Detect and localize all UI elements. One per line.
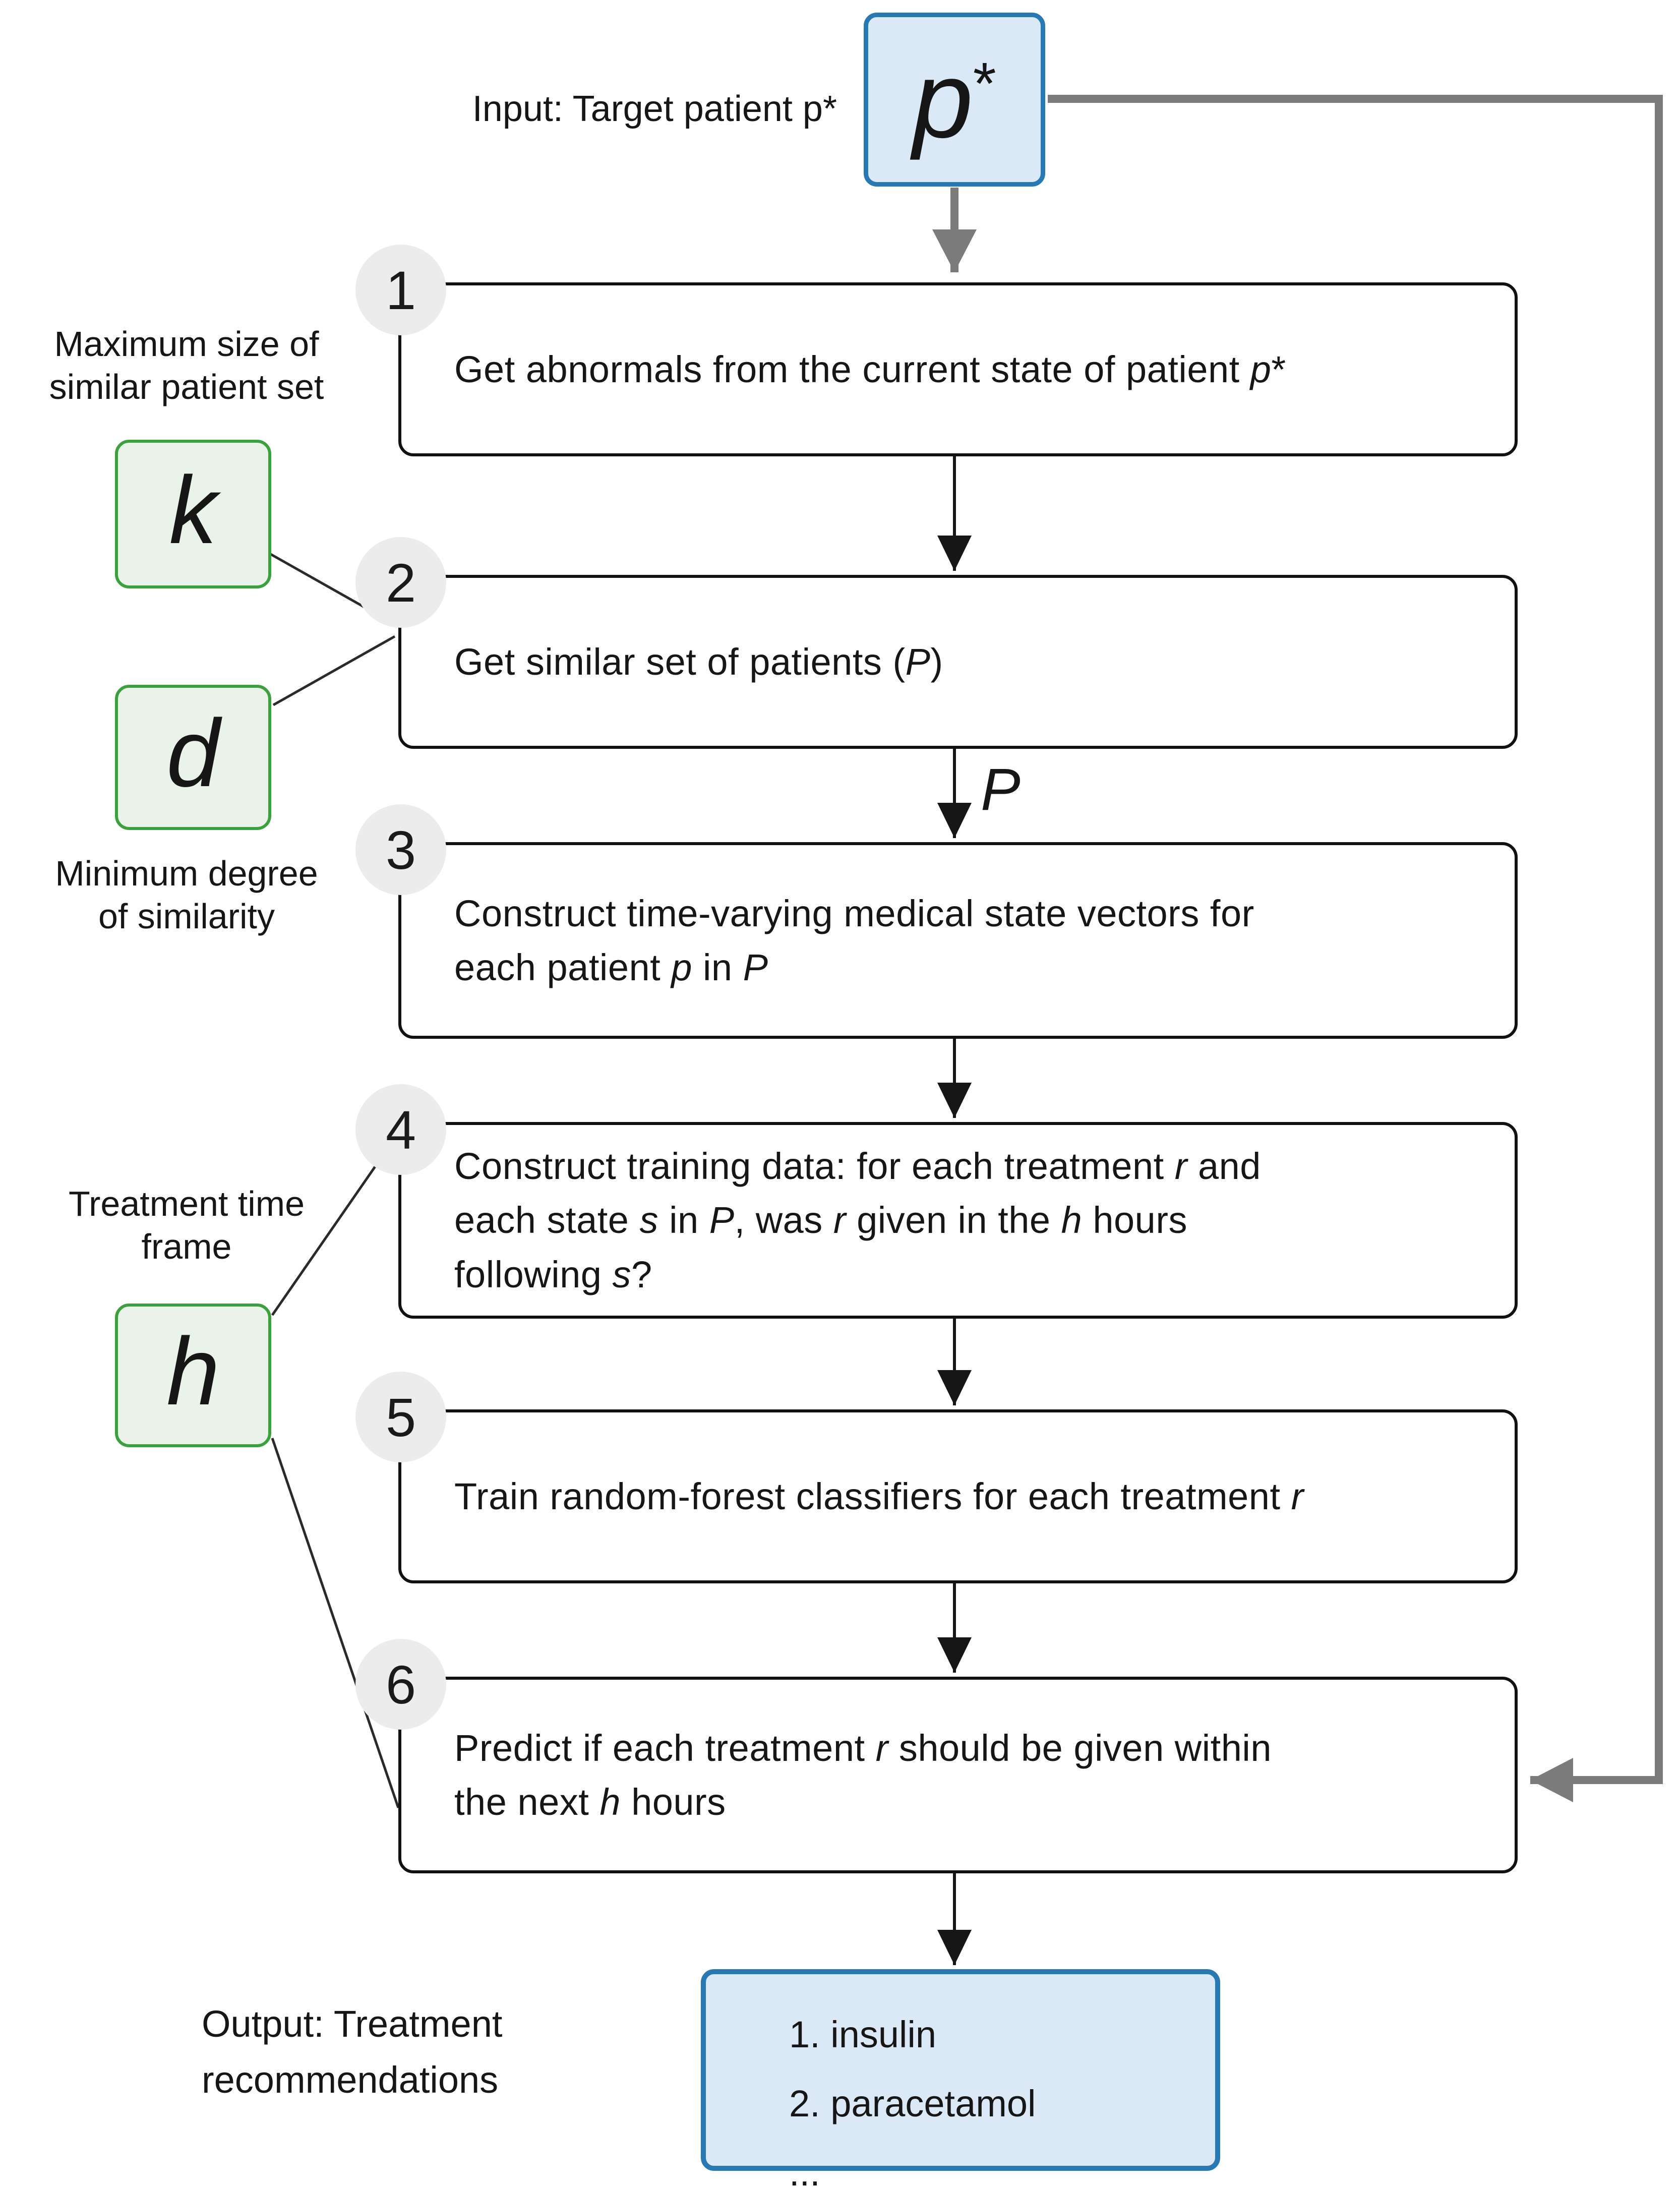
feedback-loop-arrow [1048,95,1663,1802]
output-label: Output: Treatment recommendations [202,2003,503,2101]
step-box-6: Predict if each treatment r should be gi… [398,1677,1518,1873]
step-6-text: Predict if each treatment r should be gi… [454,1727,1272,1823]
step-badge-3: 3 [355,804,446,895]
step-5-text: Train random-forest classifiers for each… [454,1475,1304,1517]
target-patient-symbol: p* [913,38,996,160]
input-label: Input: Target patient p* [472,89,837,129]
output-line-2: 2. paracetamol [789,2082,1036,2124]
step-badge-2: 2 [355,537,446,628]
step-box-2: Get similar set of patients (P) [398,575,1518,749]
connector-h-step6 [271,1438,400,1808]
param-d-label: Minimum degree of similarity [55,854,318,936]
step-box-3: Construct time-varying medical state vec… [398,842,1518,1039]
step-box-4: Construct training data: for each treatm… [398,1122,1518,1319]
target-patient-node: p* [864,13,1045,187]
step-badge-5: 5 [355,1372,446,1462]
param-h-letter: h [166,1318,220,1425]
output-line-1: 1. insulin [789,2014,937,2055]
step-badge-1: 1 [355,245,446,335]
step-box-5: Train random-forest classifiers for each… [398,1409,1518,1583]
param-d-node: d [115,685,271,830]
param-h-label: Treatment time frame [68,1184,305,1267]
param-k-label: Maximum size of similar patient set [49,324,324,407]
output-recommendations-node: 1. insulin 2. paracetamol ... [701,1969,1220,2188]
connector-d-step2 [272,635,396,706]
step-box-1: Get abnormals from the current state of … [398,282,1518,456]
param-k-node: k [115,440,271,588]
step-badge-4: 4 [355,1084,446,1175]
step-badge-6: 6 [355,1639,446,1730]
step-1-text: Get abnormals from the current state of … [454,348,1286,390]
step-2-text: Get similar set of patients (P) [454,640,943,683]
output-line-ellipsis: ... [789,2151,820,2188]
param-k-letter: k [169,456,217,564]
param-d-letter: d [166,700,220,807]
step-3-text: Construct time-varying medical state vec… [454,892,1254,988]
step-4-text: Construct training data: for each treatm… [454,1145,1261,1295]
similar-set-edge-label: P [981,756,1021,823]
param-h-node: h [115,1304,271,1447]
